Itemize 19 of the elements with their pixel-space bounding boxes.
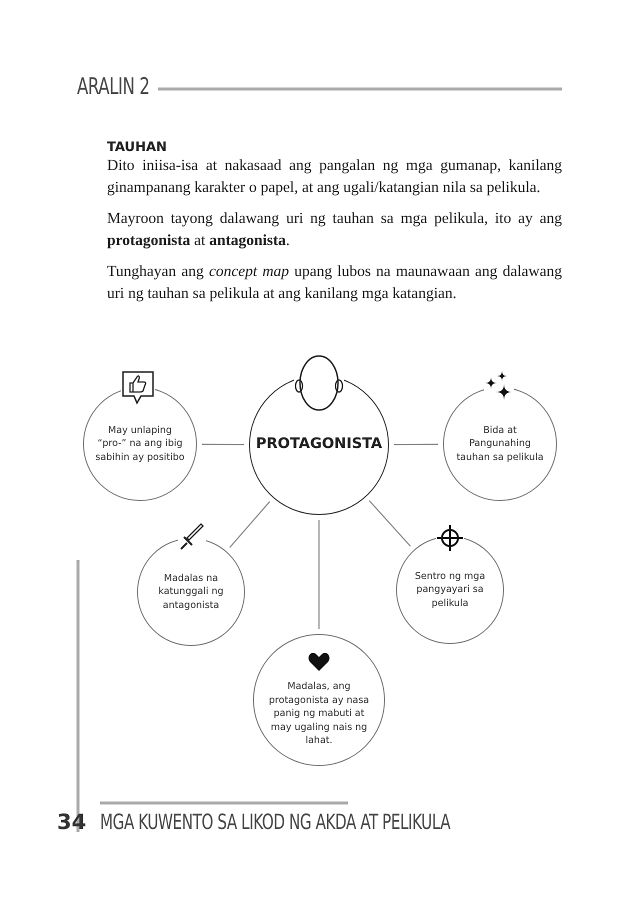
circle-text: Madalas na katunggali ng antagonista [157,572,225,612]
circle-text: Sentro ng mga pangyayari sa pelikula [414,570,486,610]
section-heading: ARALIN 2 [77,74,150,100]
circle-text: May unlaping “pro-” na ang ibig sabihin ay positibo [94,424,186,464]
page-number: 34 [57,810,86,834]
subheading: TAUHAN [107,140,167,155]
paragraph: Dito iniisa-isa at nakasaad ang pangalan ng mga gumanap, kanilang ginampanang karakter o papel, at ang ugali/katangian nila sa pelikula. [107,156,562,198]
connector-line [368,500,411,547]
paragraph: Mayroon tayong dalawang uri ng tauhan sa mga pelikula, ito ay ang protagonista at antagonista. [107,209,562,251]
connector-line [229,501,270,548]
connector-line [202,444,244,446]
footer-title: MGA KUWENTO SA LIKOD NG AKDA AT PELIKULA [100,810,450,834]
circle-text: Madalas, ang protagonista ay nasa panig ng mabuti at may ugaling nais ng lahat. [268,680,370,748]
connector-line [318,520,320,629]
circle-text: Bida at Pangunahing tauhan sa pelikula [455,424,545,464]
connector-line [394,444,438,446]
node-title: PROTAGONISTA [256,438,382,452]
concept-circle [253,634,385,766]
paragraph: Tunghayan ang concept map upang lubos na maunawaan ang dalawang uri ng tauhan sa pelikula at ang kanilang mga katangian. [107,262,562,304]
